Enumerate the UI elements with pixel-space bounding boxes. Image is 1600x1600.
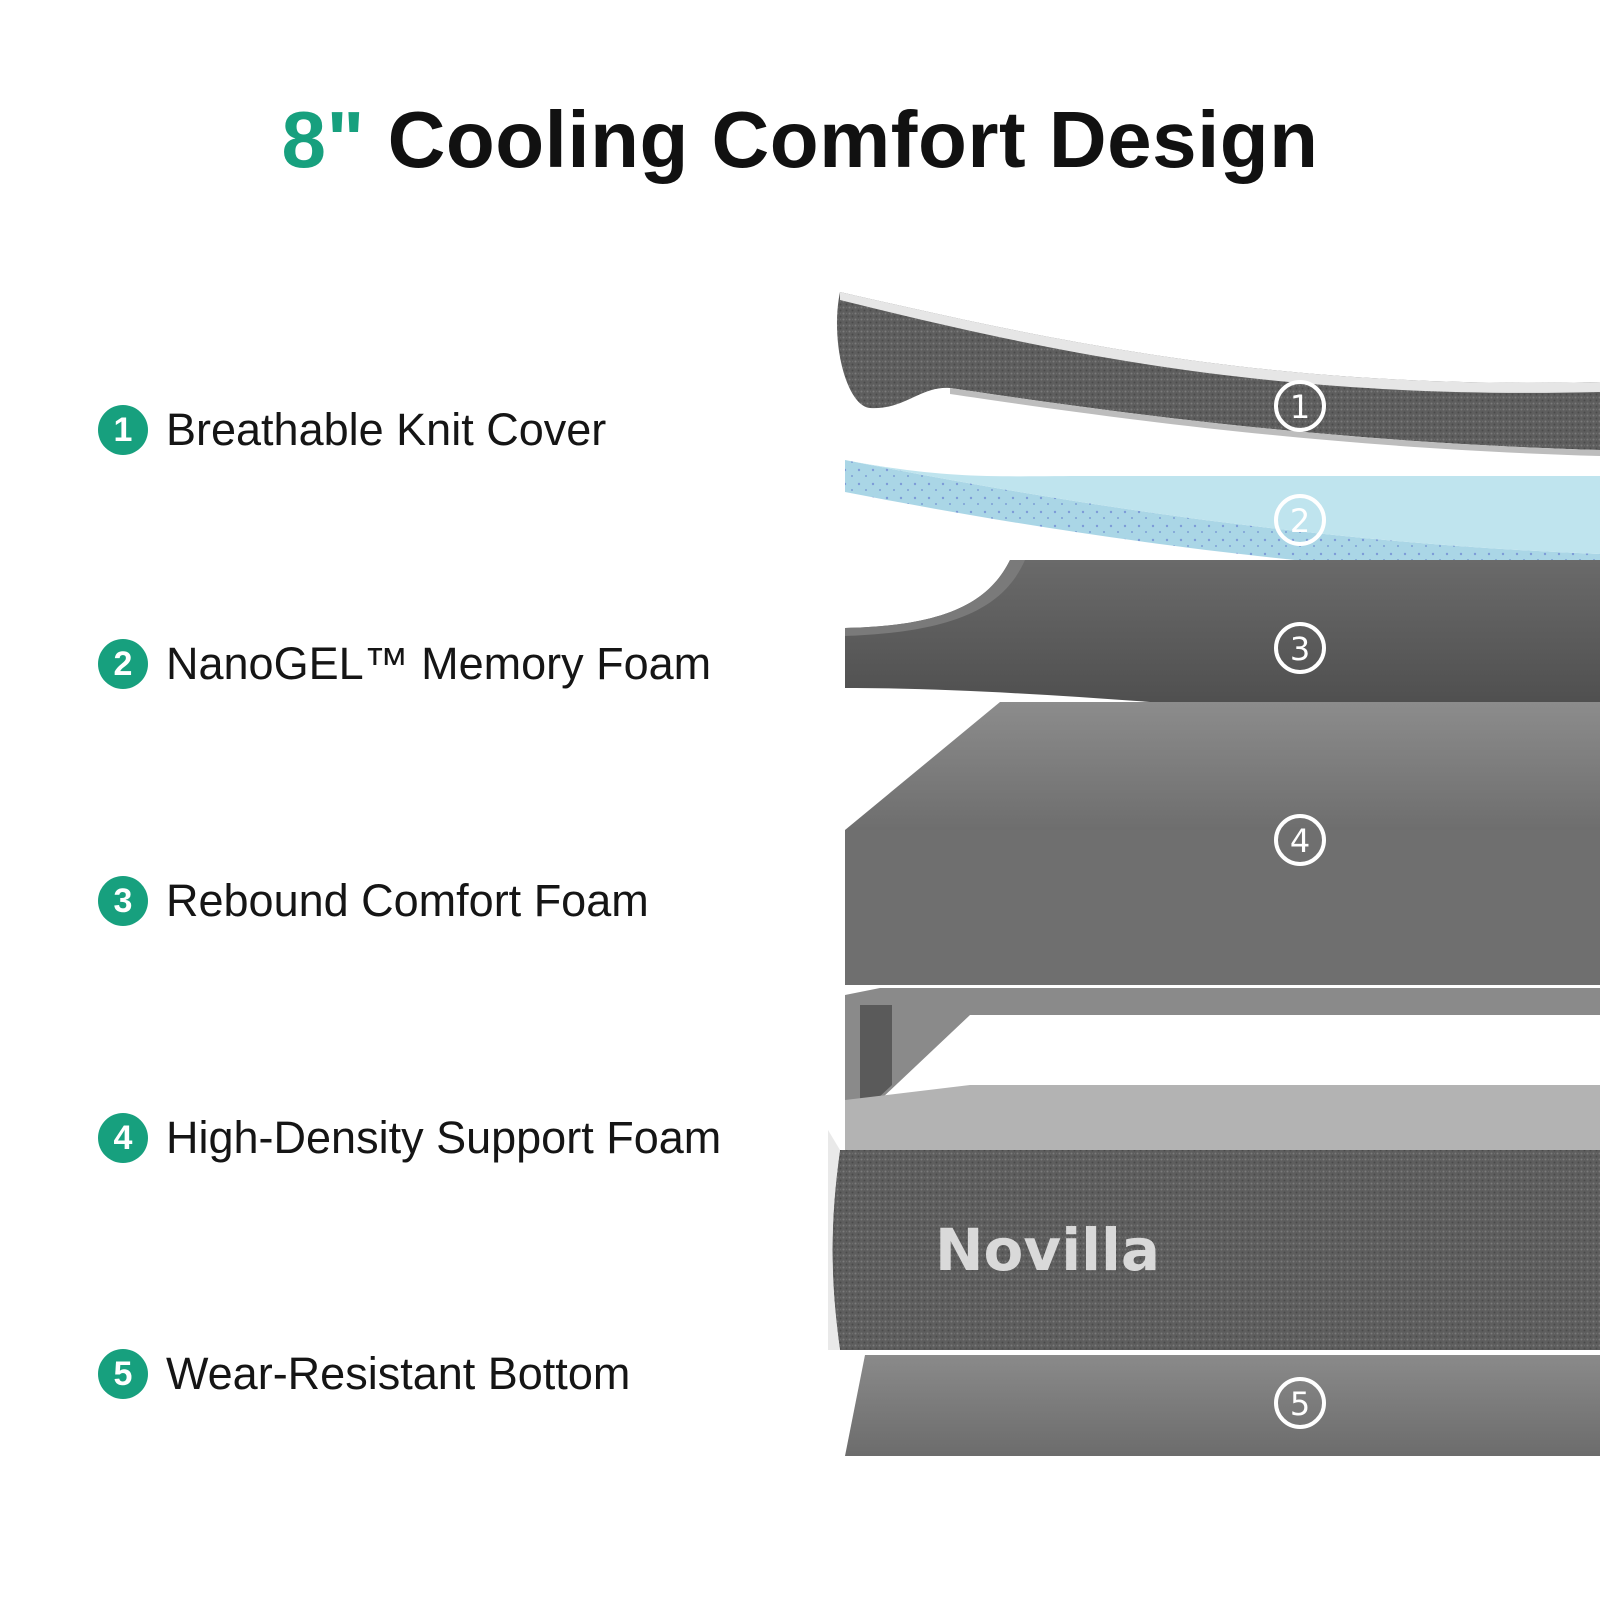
mattress-layers-svg: Novilla 1 2 3 4 xyxy=(828,292,1600,1456)
layer-item-3: 3 Rebound Comfort Foam xyxy=(98,873,649,929)
mattress-illustration: Novilla 1 2 3 4 xyxy=(800,270,1600,1510)
svg-text:5: 5 xyxy=(1290,1385,1310,1423)
support-foam-layer xyxy=(845,702,1600,985)
bottom-layer xyxy=(845,1355,1600,1456)
svg-text:4: 4 xyxy=(1290,822,1310,860)
comfort-foam-layer xyxy=(845,560,1600,732)
title-text: Cooling Comfort Design xyxy=(387,95,1319,184)
layer-item-4: 4 High-Density Support Foam xyxy=(98,1110,721,1166)
layer-marker-3: 3 xyxy=(1274,622,1326,674)
layer-label: High-Density Support Foam xyxy=(166,1112,722,1163)
layer-marker-1: 1 xyxy=(1274,380,1326,432)
number-badge: 5 xyxy=(98,1349,148,1399)
svg-text:1: 1 xyxy=(1290,388,1310,426)
layer-markers: 1 2 3 4 5 xyxy=(1274,380,1326,1429)
layer-label: Rebound Comfort Foam xyxy=(166,875,649,926)
layer-label: NanoGEL™ Memory Foam xyxy=(166,638,712,689)
svg-text:3: 3 xyxy=(1290,630,1310,668)
layer-item-1: 1 Breathable Knit Cover xyxy=(98,402,606,458)
layer-label: Breathable Knit Cover xyxy=(166,404,607,455)
number-badge: 2 xyxy=(98,639,148,689)
layer-marker-4: 4 xyxy=(1274,814,1326,866)
layer-list: 1 Breathable Knit Cover 2 NanoGEL™ Memor… xyxy=(98,0,798,1600)
brand-logo: Novilla xyxy=(935,1216,1160,1284)
layer-label: Wear-Resistant Bottom xyxy=(166,1348,631,1399)
svg-text:2: 2 xyxy=(1290,502,1310,540)
number-badge: 1 xyxy=(98,405,148,455)
layer-item-2: 2 NanoGEL™ Memory Foam xyxy=(98,636,711,692)
layer-item-5: 5 Wear-Resistant Bottom xyxy=(98,1346,630,1402)
knit-cover-layer xyxy=(836,292,1600,456)
number-badge: 4 xyxy=(98,1113,148,1163)
number-badge: 3 xyxy=(98,876,148,926)
page-title: 8" Cooling Comfort Design xyxy=(0,100,1600,180)
cover-side-layer: Novilla xyxy=(828,988,1600,1350)
layer-marker-2: 2 xyxy=(1274,494,1326,546)
title-size: 8" xyxy=(281,95,365,184)
gel-foam-layer xyxy=(845,460,1600,582)
layer-marker-5: 5 xyxy=(1274,1377,1326,1429)
